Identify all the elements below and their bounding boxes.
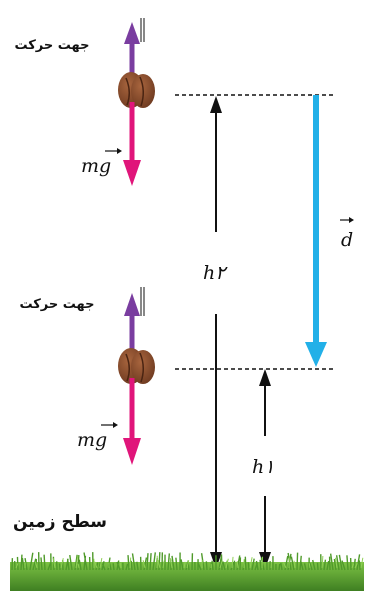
top-weight-vector-mark <box>105 148 122 154</box>
h2-arrow-head-top <box>210 96 222 113</box>
h1-arrow-head-bottom <box>259 552 271 569</box>
ground-label: سطح زمین <box>13 512 107 532</box>
top-motion-arrow-head <box>124 22 140 44</box>
top-object-group: جهت حرکت mg <box>14 18 155 186</box>
displacement-vector-mark <box>340 217 354 223</box>
grass-blades-light <box>15 555 364 569</box>
bottom-direction-label: جهت حرکت <box>19 297 94 312</box>
bottom-motion-arrow-head <box>124 293 140 316</box>
displacement-label: d <box>341 229 353 251</box>
displacement-vector: d <box>305 95 354 367</box>
bottom-weight-arrow-head <box>123 438 141 465</box>
h2-label: h۲ <box>203 262 228 284</box>
displacement-arrow-head <box>305 342 327 367</box>
bottom-object-group: جهت حرکت mg <box>19 287 155 465</box>
grass-blades <box>11 552 361 571</box>
top-weight-label: mg <box>81 155 111 177</box>
h1-arrow-head-top <box>259 369 271 386</box>
height-h1: h۱ <box>252 369 274 569</box>
grass-ground <box>10 552 364 591</box>
top-object <box>118 72 155 108</box>
top-weight-arrow-head <box>123 160 141 186</box>
bottom-weight-label: mg <box>77 429 107 451</box>
top-direction-label: جهت حرکت <box>14 38 89 53</box>
height-h2: h۲ <box>203 96 228 569</box>
bottom-object <box>118 348 155 384</box>
h1-label: h۱ <box>252 456 274 478</box>
bottom-weight-vector-mark <box>101 422 118 428</box>
